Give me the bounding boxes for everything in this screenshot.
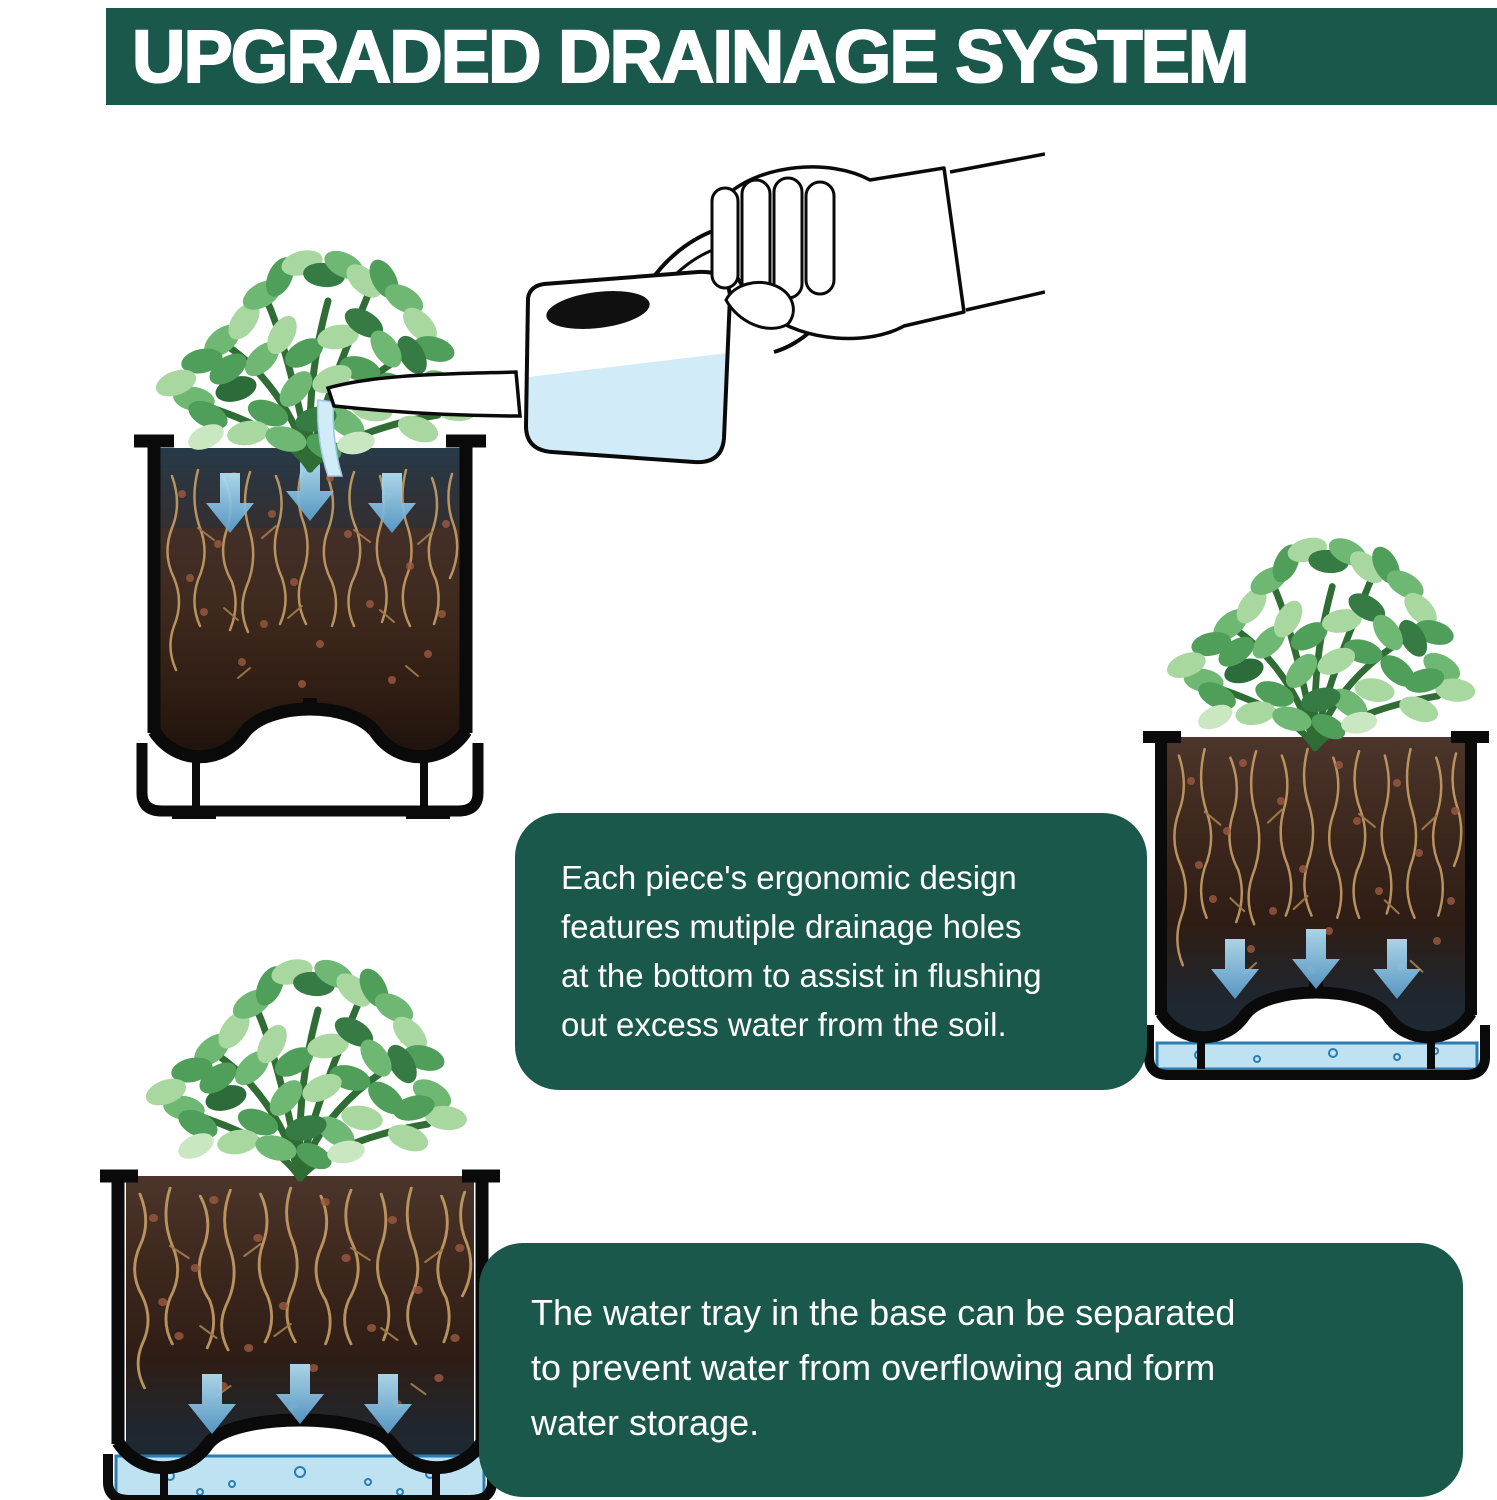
thumb (724, 281, 795, 330)
tray-callout-text: The water tray in the base can be separa… (531, 1292, 1236, 1443)
tray-callout: The water tray in the base can be separa… (479, 1243, 1463, 1497)
water-stream (316, 399, 344, 477)
water-tray (136, 743, 484, 817)
can-spout (325, 370, 522, 418)
page-title: UPGRADED DRAINAGE SYSTEM (131, 14, 1251, 99)
can-opening (546, 291, 650, 329)
header-banner: UPGRADED DRAINAGE SYSTEM (106, 8, 1497, 105)
pot-drainage-illustration (1135, 525, 1497, 1085)
pot-storage-illustration (100, 958, 500, 1500)
drainage-callout: Each piece's ergonomic design features m… (515, 813, 1147, 1090)
pot-bottom-gap (154, 709, 466, 783)
can-water (526, 352, 730, 463)
drainage-callout-text: Each piece's ergonomic design features m… (561, 859, 1042, 1043)
tray-water (1155, 1041, 1479, 1071)
jade-plant-icon (1163, 533, 1476, 748)
drain-arrows-icon (1211, 929, 1421, 999)
pot-watering-illustration (110, 243, 530, 823)
hand-icon (710, 152, 1045, 341)
tray-foot (172, 809, 216, 819)
watering-can-icon (325, 220, 834, 465)
water-tray (1144, 1025, 1490, 1080)
watering-can-illustration (298, 150, 1045, 510)
tray-foot (406, 809, 450, 819)
jade-plant-icon (142, 958, 468, 1178)
drainage-notch (303, 698, 317, 714)
